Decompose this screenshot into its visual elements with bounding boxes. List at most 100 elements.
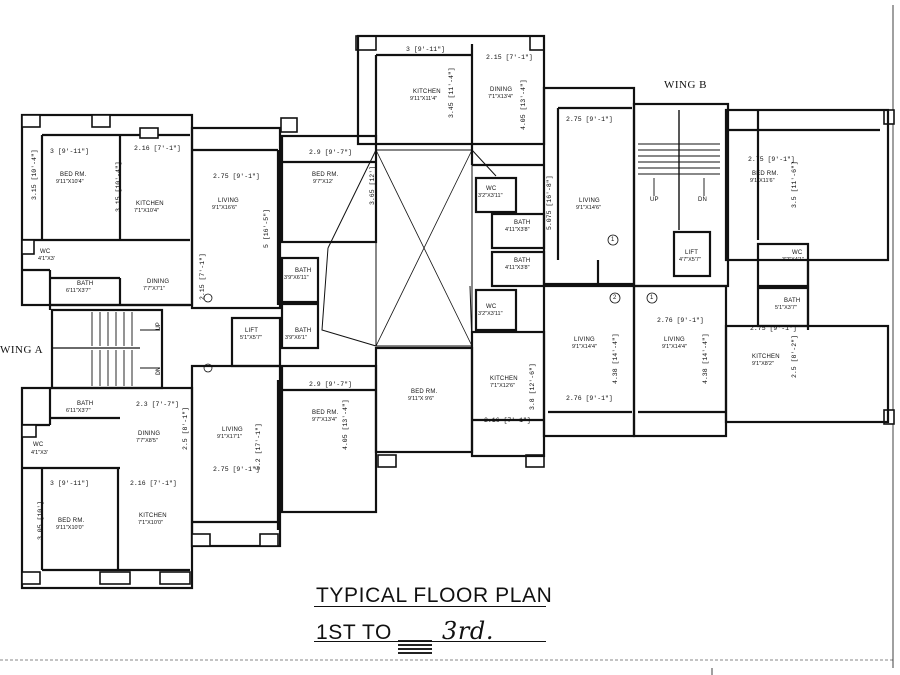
room-size: 9'1"X11'6" <box>750 178 775 184</box>
dimension-label: 3 [9'-11"] <box>50 480 90 487</box>
dimension-label: 3.8 [12'-6"] <box>529 363 536 410</box>
room-name: BATH <box>514 220 531 226</box>
dimension-label: 2.3 [7'-7"] <box>136 401 179 408</box>
unit-marker: 1 <box>650 295 654 301</box>
dimension-label: 2.16 [7'-1"] <box>134 145 181 152</box>
room-size: 6'11"X3'7" <box>66 408 91 414</box>
circle-markers <box>203 234 658 373</box>
dimension-label: 3.5 [11'-6"] <box>791 161 798 208</box>
room-name: BATH <box>295 328 312 334</box>
room-size: 4'1"X3' <box>38 256 55 262</box>
dimension-label: 4.05 [13'-4"] <box>342 399 349 450</box>
stair-down-label: DN <box>698 197 708 203</box>
stair-up-label: UP <box>650 197 659 203</box>
room-size: 9'1"X8'2" <box>752 361 774 367</box>
dimension-label: 3.05 [10'] <box>37 500 44 540</box>
room-size: 3'9"X6'11" <box>284 275 309 281</box>
room-size: 6'11"X3'7" <box>66 288 91 294</box>
room-size: 7'7"X7'1" <box>143 286 165 292</box>
room-name: BED RM. <box>312 172 339 178</box>
dimension-label: 2.75 [9'-1"] <box>750 325 797 332</box>
dimension-label: 3.65 [12'] <box>369 165 376 205</box>
dimension-label: 5 [16'-5"] <box>263 208 270 248</box>
room-size: 9'11"X11'4" <box>410 96 438 102</box>
room-name: DINING <box>147 279 170 285</box>
room-size: 7'1"X12'6" <box>490 383 515 389</box>
dimension-label: 2.15 [7'-1"] <box>199 253 206 300</box>
room-size: 3'9"X6'1" <box>285 335 307 341</box>
room-size: 9'1"X14'4" <box>572 344 597 350</box>
room-name: BATH <box>514 258 531 264</box>
room-name: BED RM. <box>752 171 779 177</box>
room-name: WC <box>486 304 497 310</box>
room-name: LIVING <box>579 198 600 204</box>
room-name: LIFT <box>685 250 699 256</box>
stair-up-label: UP <box>155 322 162 330</box>
dimension-label: 4.38 [14'-4"] <box>702 333 709 384</box>
struck-out-text: x <box>397 640 432 654</box>
room-name: BED RM. <box>312 410 339 416</box>
dimension-label: 3.15 [10'-4"] <box>31 149 38 200</box>
room-size: 9'11"X10'0" <box>56 525 84 531</box>
dimension-label: 3 [9'-11"] <box>50 148 90 155</box>
room-name: BATH <box>784 298 801 304</box>
room-name: KITCHEN <box>136 201 164 207</box>
room-size: 9'1"X14'4" <box>662 344 687 350</box>
room-name: LIVING <box>222 427 243 433</box>
room-size: 5'1"X5'7" <box>240 335 262 341</box>
room-size: 4'11"X3'8" <box>505 265 530 271</box>
room-name: BED RM. <box>60 172 87 178</box>
room-name: BED RM. <box>411 389 438 395</box>
dimension-label: 2.75 [9'-1"] <box>213 173 260 180</box>
dimension-label: 5.2 [17'-1"] <box>255 423 262 470</box>
room-size: 9'7"X12' <box>313 179 333 185</box>
room-size: 4'11"X3'8" <box>505 227 530 233</box>
dimension-label: 2.16 [7'-1"] <box>130 480 177 487</box>
central-shaft <box>321 149 497 347</box>
centre-block-walls <box>280 34 546 514</box>
dimension-label: 2.76 [9'-1"] <box>566 395 613 402</box>
dimension-label: 2.5 [8'-1"] <box>182 407 189 450</box>
wing-b-label: WING B <box>664 79 708 91</box>
room-name: BED RM. <box>58 518 85 524</box>
unit-marker: 2 <box>613 295 617 301</box>
plan-subtitle: 1ST TOx3rd. <box>316 617 494 654</box>
stair-down-label: DN <box>155 367 162 375</box>
room-size: 3'2"X3'11" <box>478 193 503 199</box>
room-size: 9'1"X16'6" <box>212 205 237 211</box>
room-name: WC <box>33 442 44 448</box>
plan-title: TYPICAL FLOOR PLAN <box>316 584 553 607</box>
dimension-label: 4.05 [13'-4"] <box>520 79 527 130</box>
dimension-label: 3.45 [11'-4"] <box>448 67 455 118</box>
room-name: KITCHEN <box>752 354 780 360</box>
room-name: BATH <box>295 268 312 274</box>
room-size: 3'2"X4'1" <box>782 257 804 263</box>
dimension-label: 3 [9'-11"] <box>406 46 446 53</box>
dimension-label: 5.075 [16'-8"] <box>546 175 553 230</box>
room-size: 4'1"X3' <box>31 450 48 456</box>
room-name: LIVING <box>574 337 595 343</box>
room-size: 7'1"X10'0" <box>138 520 163 526</box>
room-size: 5'1"X3'7" <box>775 305 797 311</box>
room-name: LIVING <box>664 337 685 343</box>
handwritten-floor: 3rd. <box>441 617 495 645</box>
room-name: DINING <box>138 431 161 437</box>
room-size: 9'1"X17'1" <box>217 434 242 440</box>
room-name: KITCHEN <box>413 89 441 95</box>
room-name: LIFT <box>245 328 259 334</box>
dimension-label: 2.9 [9'-7"] <box>309 149 352 156</box>
room-name: WC <box>40 249 51 255</box>
dimension-label: 2.75 [9'-1"] <box>748 156 795 163</box>
wing-b-walls <box>542 86 890 438</box>
dimension-label: 2.75 [9'-1"] <box>566 116 613 123</box>
wing-a-label: WING A <box>0 344 44 356</box>
wing-b-stair-treads <box>638 110 720 230</box>
wing-a-stair-treads <box>91 312 160 386</box>
dimension-label: 2.9 [9'-7"] <box>309 381 352 388</box>
dimension-label: 4.38 [14'-4"] <box>612 333 619 384</box>
room-name: BATH <box>77 401 94 407</box>
unit-marker: 1 <box>611 237 615 243</box>
room-name: WC <box>792 250 803 256</box>
dimension-label: 2.5 [8'-2"] <box>791 335 798 378</box>
